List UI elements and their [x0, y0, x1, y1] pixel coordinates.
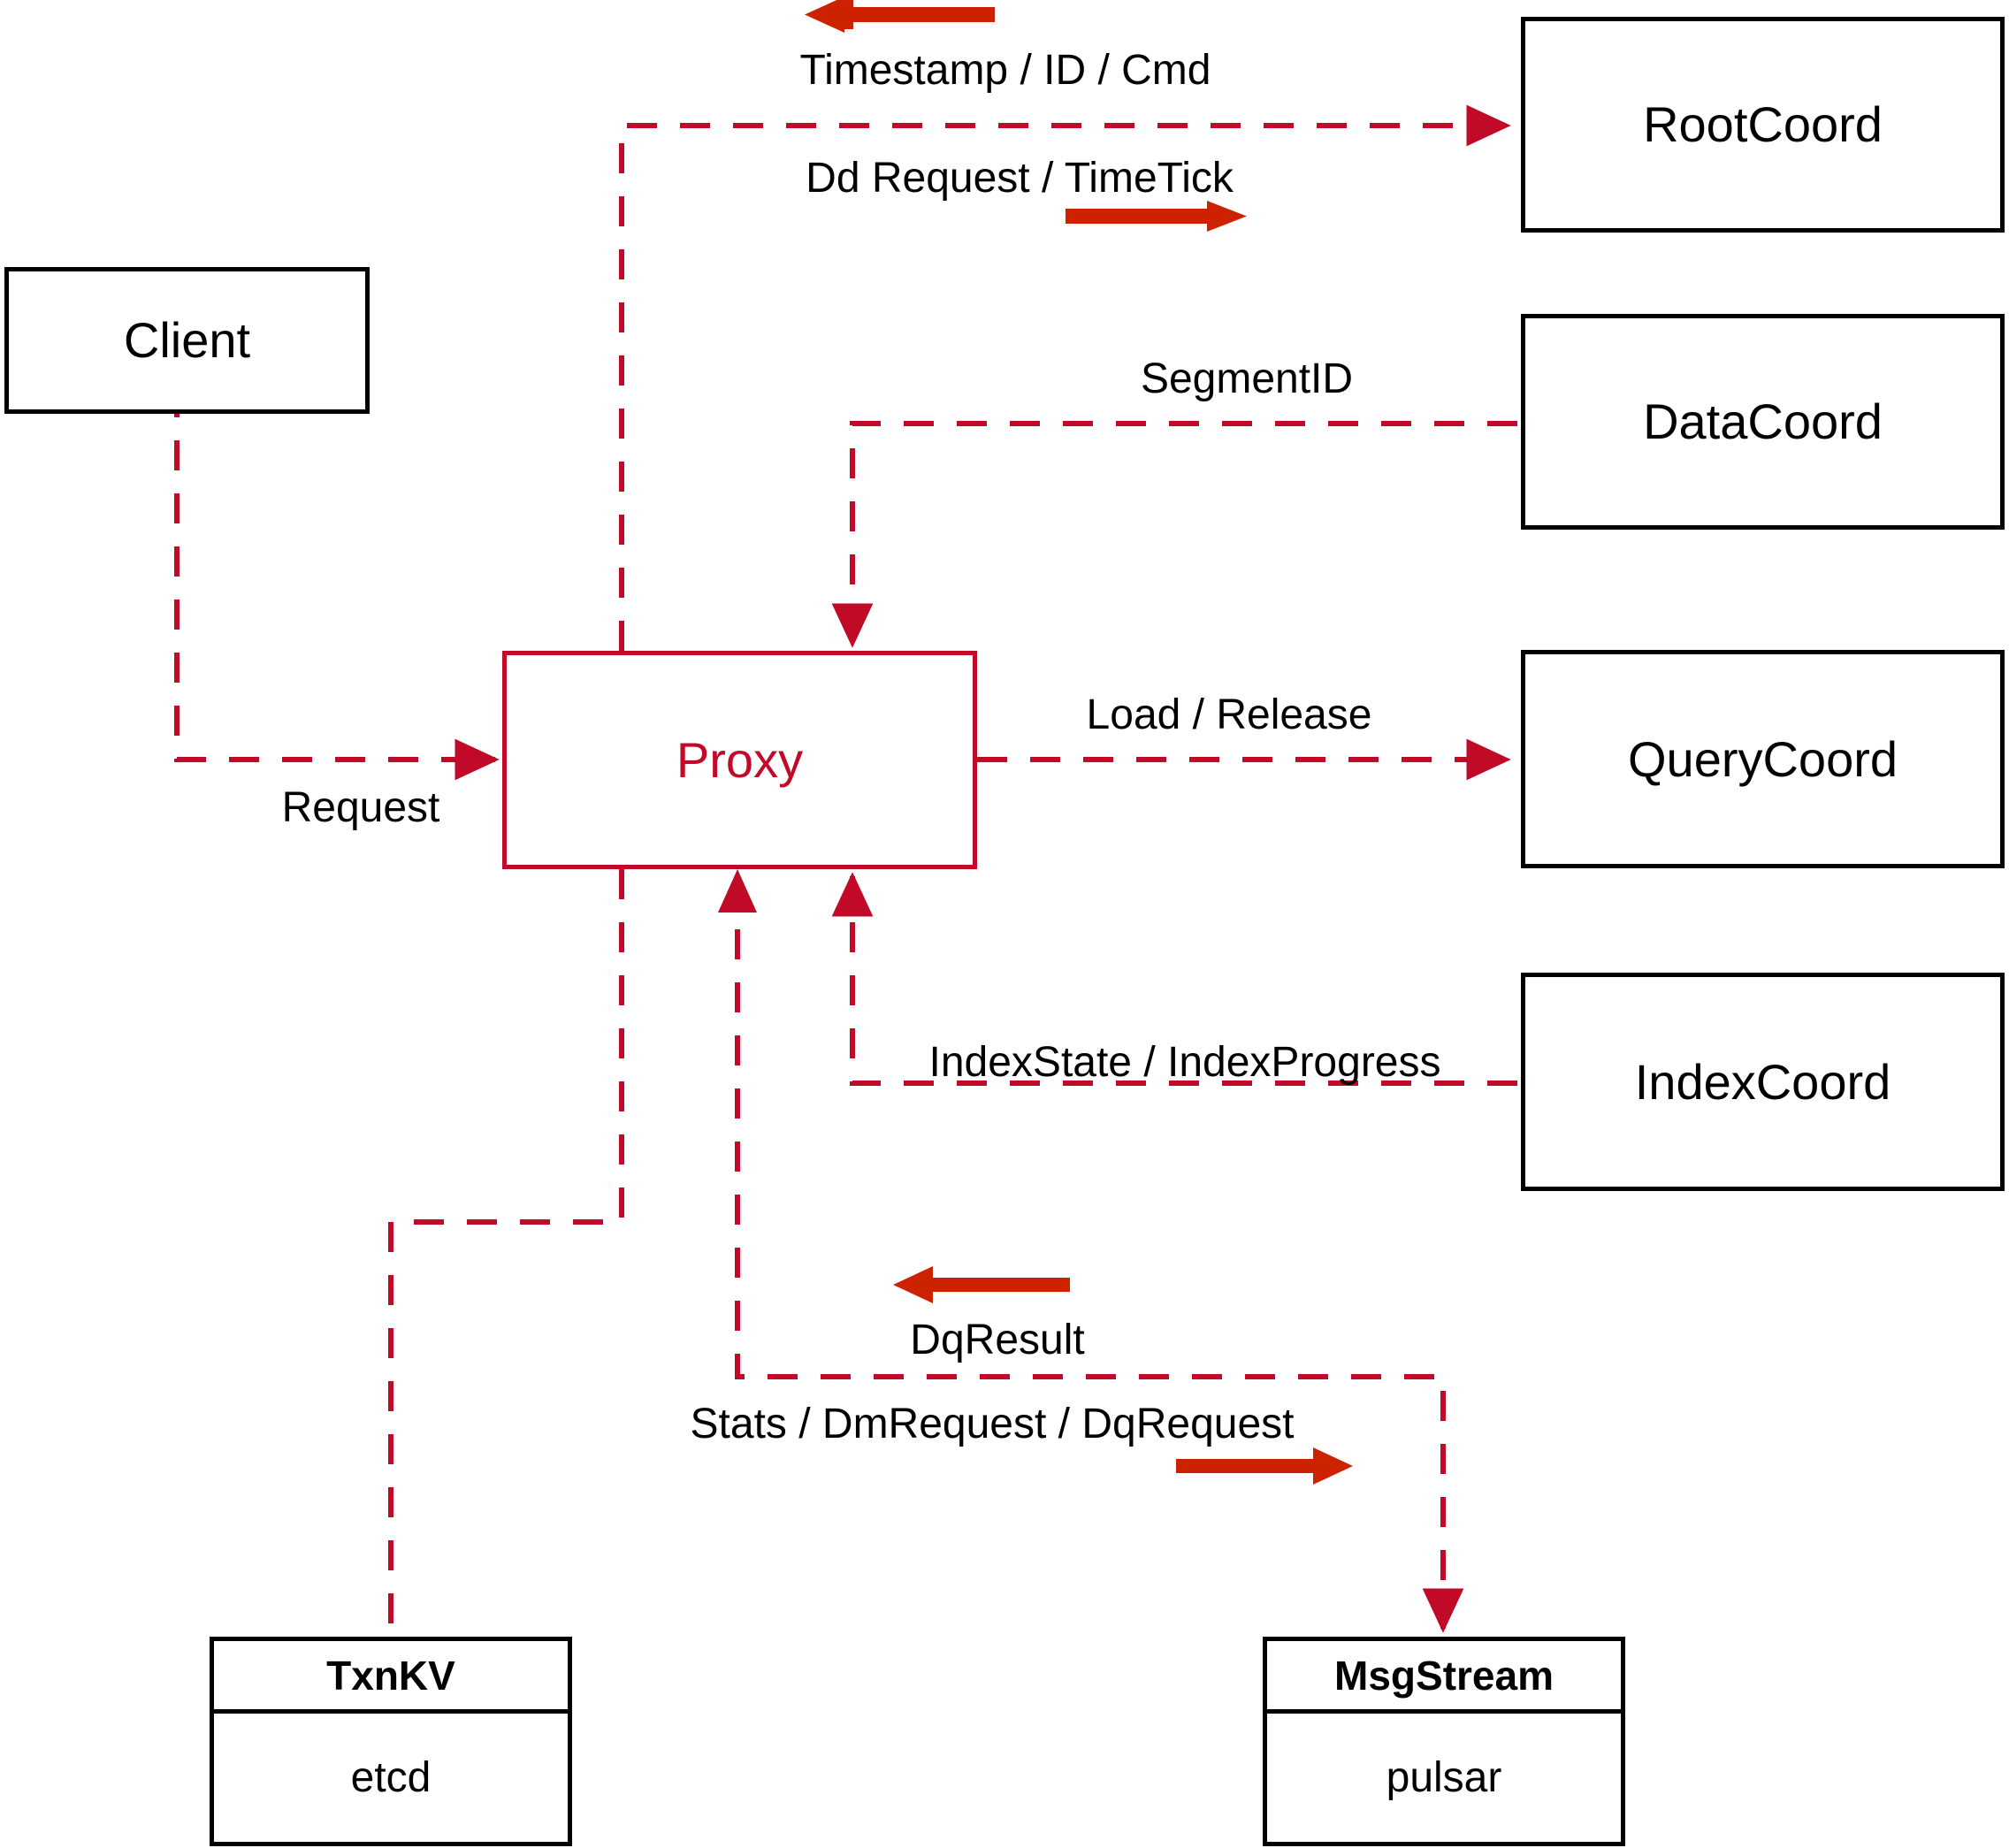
- edge-label-request: Request: [281, 784, 440, 831]
- edge-proxy-rootcoord: [619, 104, 1511, 651]
- node-msgstream-body-label: pulsar: [1386, 1753, 1502, 1801]
- node-txnkv[interactable]: TxnKV etcd: [210, 1637, 572, 1846]
- edge-label-timestamp-id-cmd: Timestamp / ID / Cmd: [799, 47, 1211, 94]
- edge-label-dqresult: DqResult: [910, 1317, 1085, 1363]
- node-indexcoord-label: IndexCoord: [1634, 1053, 1891, 1110]
- direction-arrow-dqresult: [893, 1266, 1070, 1303]
- arrowhead-msgstream-to-proxy: [718, 869, 757, 913]
- edge-label-indexstate-indexprogress: IndexState / IndexProgress: [928, 1039, 1441, 1086]
- edge-label-segmentid: SegmentID: [1140, 355, 1354, 402]
- node-msgstream-header: MsgStream: [1267, 1641, 1621, 1714]
- node-datacoord[interactable]: DataCoord: [1521, 314, 2005, 530]
- edge-proxy-txnkv: [388, 869, 624, 1635]
- node-querycoord[interactable]: QueryCoord: [1521, 650, 2005, 868]
- node-client-label: Client: [123, 312, 251, 368]
- edge-label-stats-dmrequest-dqrequest: Stats / DmRequest / DqRequest: [690, 1401, 1295, 1447]
- edge-label-dd-request-timetick: Dd Request / TimeTick: [806, 155, 1234, 202]
- edge-client-proxy: [174, 387, 500, 781]
- node-msgstream[interactable]: MsgStream pulsar: [1263, 1637, 1625, 1846]
- node-client[interactable]: Client: [4, 267, 370, 414]
- edge-datacoord-proxy: [831, 421, 1517, 648]
- edge-indexcoord-proxy: [831, 872, 1517, 1086]
- node-msgstream-body: pulsar: [1267, 1714, 1621, 1842]
- node-proxy-label: Proxy: [676, 731, 804, 788]
- node-txnkv-body-label: etcd: [350, 1753, 432, 1801]
- node-txnkv-header: TxnKV: [214, 1641, 568, 1714]
- node-msgstream-header-label: MsgStream: [1334, 1652, 1554, 1699]
- edge-label-load-release: Load / Release: [1086, 691, 1372, 738]
- node-txnkv-body: etcd: [214, 1714, 568, 1842]
- node-datacoord-label: DataCoord: [1643, 393, 1883, 449]
- node-txnkv-header-label: TxnKV: [326, 1652, 455, 1699]
- node-rootcoord-label: RootCoord: [1643, 96, 1883, 152]
- node-proxy[interactable]: Proxy: [502, 651, 977, 869]
- node-rootcoord[interactable]: RootCoord: [1521, 17, 2005, 233]
- node-querycoord-label: QueryCoord: [1627, 730, 1898, 787]
- node-indexcoord[interactable]: IndexCoord: [1521, 973, 2005, 1191]
- direction-arrow-timestamp: [805, 0, 995, 33]
- direction-arrow-stats: [1176, 1447, 1353, 1485]
- edge-proxy-msgstream: [735, 876, 1464, 1633]
- direction-arrow-dd-request: [1066, 201, 1247, 232]
